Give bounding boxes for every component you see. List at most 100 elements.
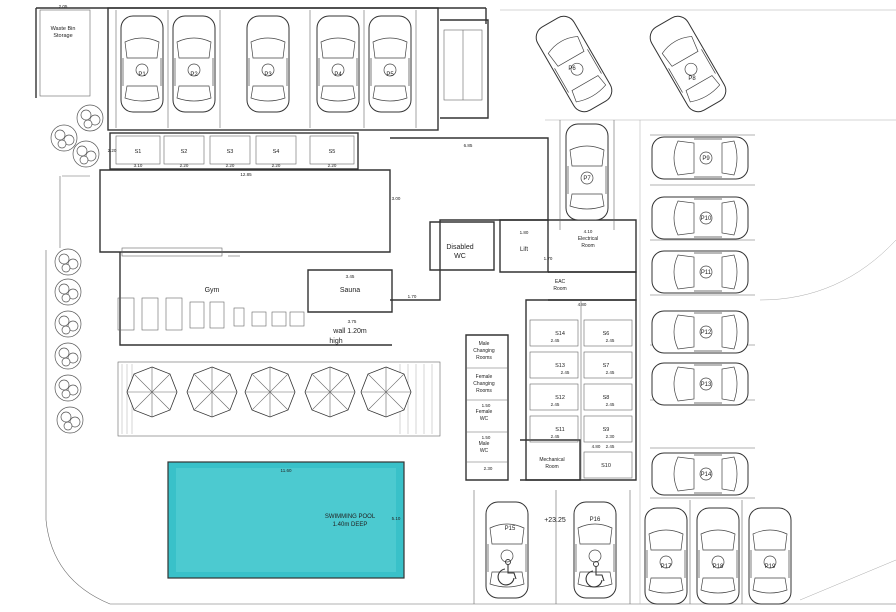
electrical-label: Electrical	[578, 236, 598, 242]
dimension-labels: 3.10 2.20 2.20 2.20 2.20 12.85 6.85 3.45…	[59, 4, 615, 521]
eac-label-2: Room	[553, 286, 566, 292]
swimming-pool	[167, 461, 405, 579]
disabled-wc-label-2: WC	[454, 253, 466, 260]
storage-s5: S5	[329, 149, 336, 155]
female-changing-label: Female	[476, 374, 493, 380]
eac-label: EAC	[555, 279, 566, 285]
room-labels: Waste Bin Storage Gym Sauna wall 1.20m h…	[51, 26, 599, 528]
dim-pair-2: 2.45	[561, 370, 570, 375]
male-wc-label: Male	[479, 441, 490, 447]
storage-labels: S1 S2 S3 S4 S5 S14 S13 S12 S11 S6 S7 S8 …	[135, 149, 611, 469]
dim-small-4: 1.50	[482, 403, 491, 408]
male-changing-label: Male	[479, 341, 490, 347]
dim-right-2: 2.45	[606, 402, 615, 407]
dim-corridor: 6.85	[464, 143, 473, 148]
dim-pool-len: 11.60	[281, 468, 292, 473]
dim-store-4: 2.20	[272, 163, 281, 168]
parking-p17: P17	[661, 564, 672, 570]
dim-elec: 4.10	[584, 229, 593, 234]
parking-p13: P13	[701, 382, 712, 388]
dim-eac: 4.80	[578, 302, 587, 307]
dim-sauna: 3.45	[346, 274, 355, 279]
dim-right-1: 2.45	[606, 370, 615, 375]
mechanical-label-2: Room	[545, 464, 558, 470]
parking-p12: P12	[701, 330, 712, 336]
electrical-label-2: Room	[581, 243, 594, 249]
storage-s11: S11	[555, 427, 564, 433]
parking-p10: P10	[701, 216, 712, 222]
parking-p8: P8	[688, 76, 696, 82]
female-wc-label-2: WC	[480, 416, 489, 422]
storage-s1: S1	[135, 149, 142, 155]
dim-small-2: 1.70	[408, 294, 417, 299]
storage-s7: S7	[603, 363, 610, 369]
parking-p9: P9	[702, 156, 710, 162]
dim-store-2: 2.20	[180, 163, 189, 168]
parking-p5: P5	[386, 72, 394, 78]
dim-store-total: 12.85	[240, 172, 252, 177]
sauna-label: Sauna	[340, 287, 360, 294]
female-changing-label-3: Rooms	[476, 388, 492, 394]
storage-s6: S6	[603, 331, 610, 337]
dim-store-5: 2.20	[328, 163, 337, 168]
staircase	[443, 29, 483, 101]
pool-label: SWIMMING POOL	[325, 514, 376, 520]
site-boundary	[35, 7, 896, 605]
building-walls	[39, 7, 637, 481]
storage-s3: S3	[227, 149, 234, 155]
dim-small-5: 1.50	[482, 435, 491, 440]
level-label: +23.25	[544, 517, 566, 524]
storage-units	[115, 135, 633, 479]
disabled-wc-label: Disabled	[446, 244, 473, 251]
dim-pair-4: 2.45	[551, 434, 560, 439]
female-changing-label-2: Changing	[473, 381, 495, 387]
parking-labels: P1 P2 P3 P4 P5 P6 P8 P7 P9 P10 P11 P12 P…	[138, 66, 776, 570]
waste-bin-label-2: Storage	[53, 33, 72, 39]
storage-s13: S13	[555, 363, 565, 369]
male-changing-label-3: Rooms	[476, 355, 492, 361]
storage-s2: S2	[181, 149, 188, 155]
pool-deck	[117, 361, 441, 437]
dim-small-8: 4.80	[592, 444, 601, 449]
dim-store-3: 2.20	[226, 163, 235, 168]
parking-p18: P18	[713, 564, 724, 570]
gym-equipment	[117, 247, 305, 331]
wall-note-2: high	[329, 338, 342, 345]
pool-label-2: 1.40m DEEP	[333, 522, 368, 528]
dim-right-4: 2.45	[606, 444, 615, 449]
waste-bin-label: Waste Bin	[51, 26, 76, 32]
dim-small-9: 2.05	[59, 4, 68, 9]
lift-label: Lift	[520, 247, 528, 253]
parking-p7: P7	[583, 176, 591, 182]
mechanical-label: Mechanical	[539, 457, 564, 463]
dim-pair-3: 2.45	[551, 402, 560, 407]
storage-s14: S14	[555, 331, 565, 337]
parking-p6: P6	[568, 66, 576, 72]
dim-lift: 1.80	[520, 230, 529, 235]
dim-small-6: 2.30	[484, 466, 493, 471]
storage-s10: S10	[601, 463, 611, 469]
storage-s9: S9	[603, 427, 610, 433]
storage-s12: S12	[555, 395, 565, 401]
gym-label: Gym	[205, 287, 220, 294]
parking-p2: P2	[190, 72, 198, 78]
dim-pair-1: 2.45	[551, 338, 560, 343]
parking-p11: P11	[701, 270, 712, 276]
female-wc-label: Female	[476, 409, 493, 415]
wall-note: wall 1.20m	[332, 328, 367, 335]
dim-store-1: 3.10	[134, 163, 143, 168]
dim-small-7: 1.70	[544, 256, 553, 261]
dim-gym: 3.75	[348, 319, 357, 324]
parking-p3: P3	[264, 72, 272, 78]
dim-small-1: 2.20	[108, 148, 117, 153]
parking-p15: P15	[505, 526, 516, 532]
storage-s8: S8	[603, 395, 610, 401]
dim-right-3: 2.30	[606, 434, 615, 439]
parking-p16: P16	[590, 517, 601, 523]
dim-pool-w: 5.10	[392, 516, 401, 521]
storage-s4: S4	[273, 149, 280, 155]
parking-p14: P14	[701, 472, 712, 478]
dim-pair-5: 2.45	[606, 338, 615, 343]
trees	[50, 104, 104, 434]
